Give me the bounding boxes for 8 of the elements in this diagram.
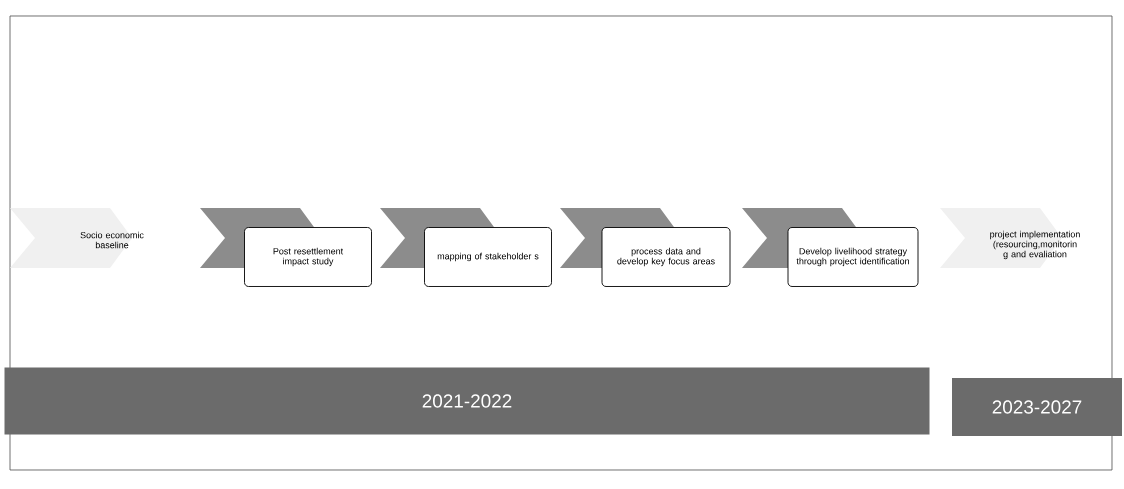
chevron-step: Socio economic baseline (10, 208, 144, 268)
chevron-step: Post resettlement impact study (200, 208, 372, 287)
timeline-bar: 2023-2027 (952, 378, 1122, 436)
chevron-step: process data and develop key focus areas (560, 208, 731, 287)
chevron-step: mapping of stakeholder s (380, 208, 552, 287)
timeline-bar: 2021-2022 (4, 367, 930, 435)
chevron-step: project implementation (resourcing,monitorin g and evaliation (940, 208, 1080, 268)
chevron-step: Develop livelihood strategy through project identification (742, 208, 919, 287)
